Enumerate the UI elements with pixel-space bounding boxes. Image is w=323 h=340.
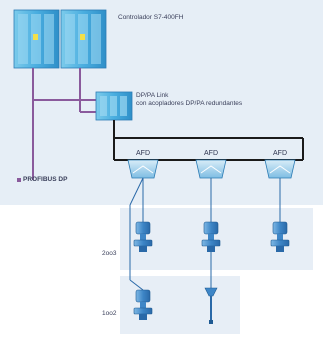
transmitter-2oo3-1: [133, 221, 153, 252]
group-2oo3-panel: [120, 208, 313, 270]
afd-label-3: AFD: [273, 150, 287, 157]
transmitter-1oo2: [133, 289, 153, 320]
afd-coupler-2: [195, 159, 227, 179]
afd-label-1: AFD: [136, 150, 150, 157]
group-1oo2-panel: [120, 276, 240, 334]
profibus-legend-swatch: [17, 178, 21, 182]
probe-sensor-1oo2: [204, 287, 218, 324]
afd-coupler-1: [127, 159, 159, 179]
group-1oo2-label: 1oo2: [102, 310, 117, 317]
group-2oo3-label: 2oo3: [102, 250, 117, 257]
profibus-label: PROFIBUS DP: [23, 176, 68, 183]
link-label-line1: DP/PA Link: [136, 92, 169, 99]
link-label-line2: con acopladores DP/PA redundantes: [136, 100, 243, 107]
dp-pa-link-module: [95, 91, 133, 121]
afd-coupler-3: [264, 159, 296, 179]
afd-label-2: AFD: [204, 150, 218, 157]
controller-rack-1: [13, 9, 60, 69]
transmitter-2oo3-3: [270, 221, 290, 252]
controller-rack-2: [60, 9, 107, 69]
spur-lines: [129, 177, 281, 291]
transmitter-2oo3-2: [201, 221, 221, 252]
profibus-lines: [32, 68, 96, 180]
controller-label: Controlador S7-400FH: [118, 14, 184, 21]
